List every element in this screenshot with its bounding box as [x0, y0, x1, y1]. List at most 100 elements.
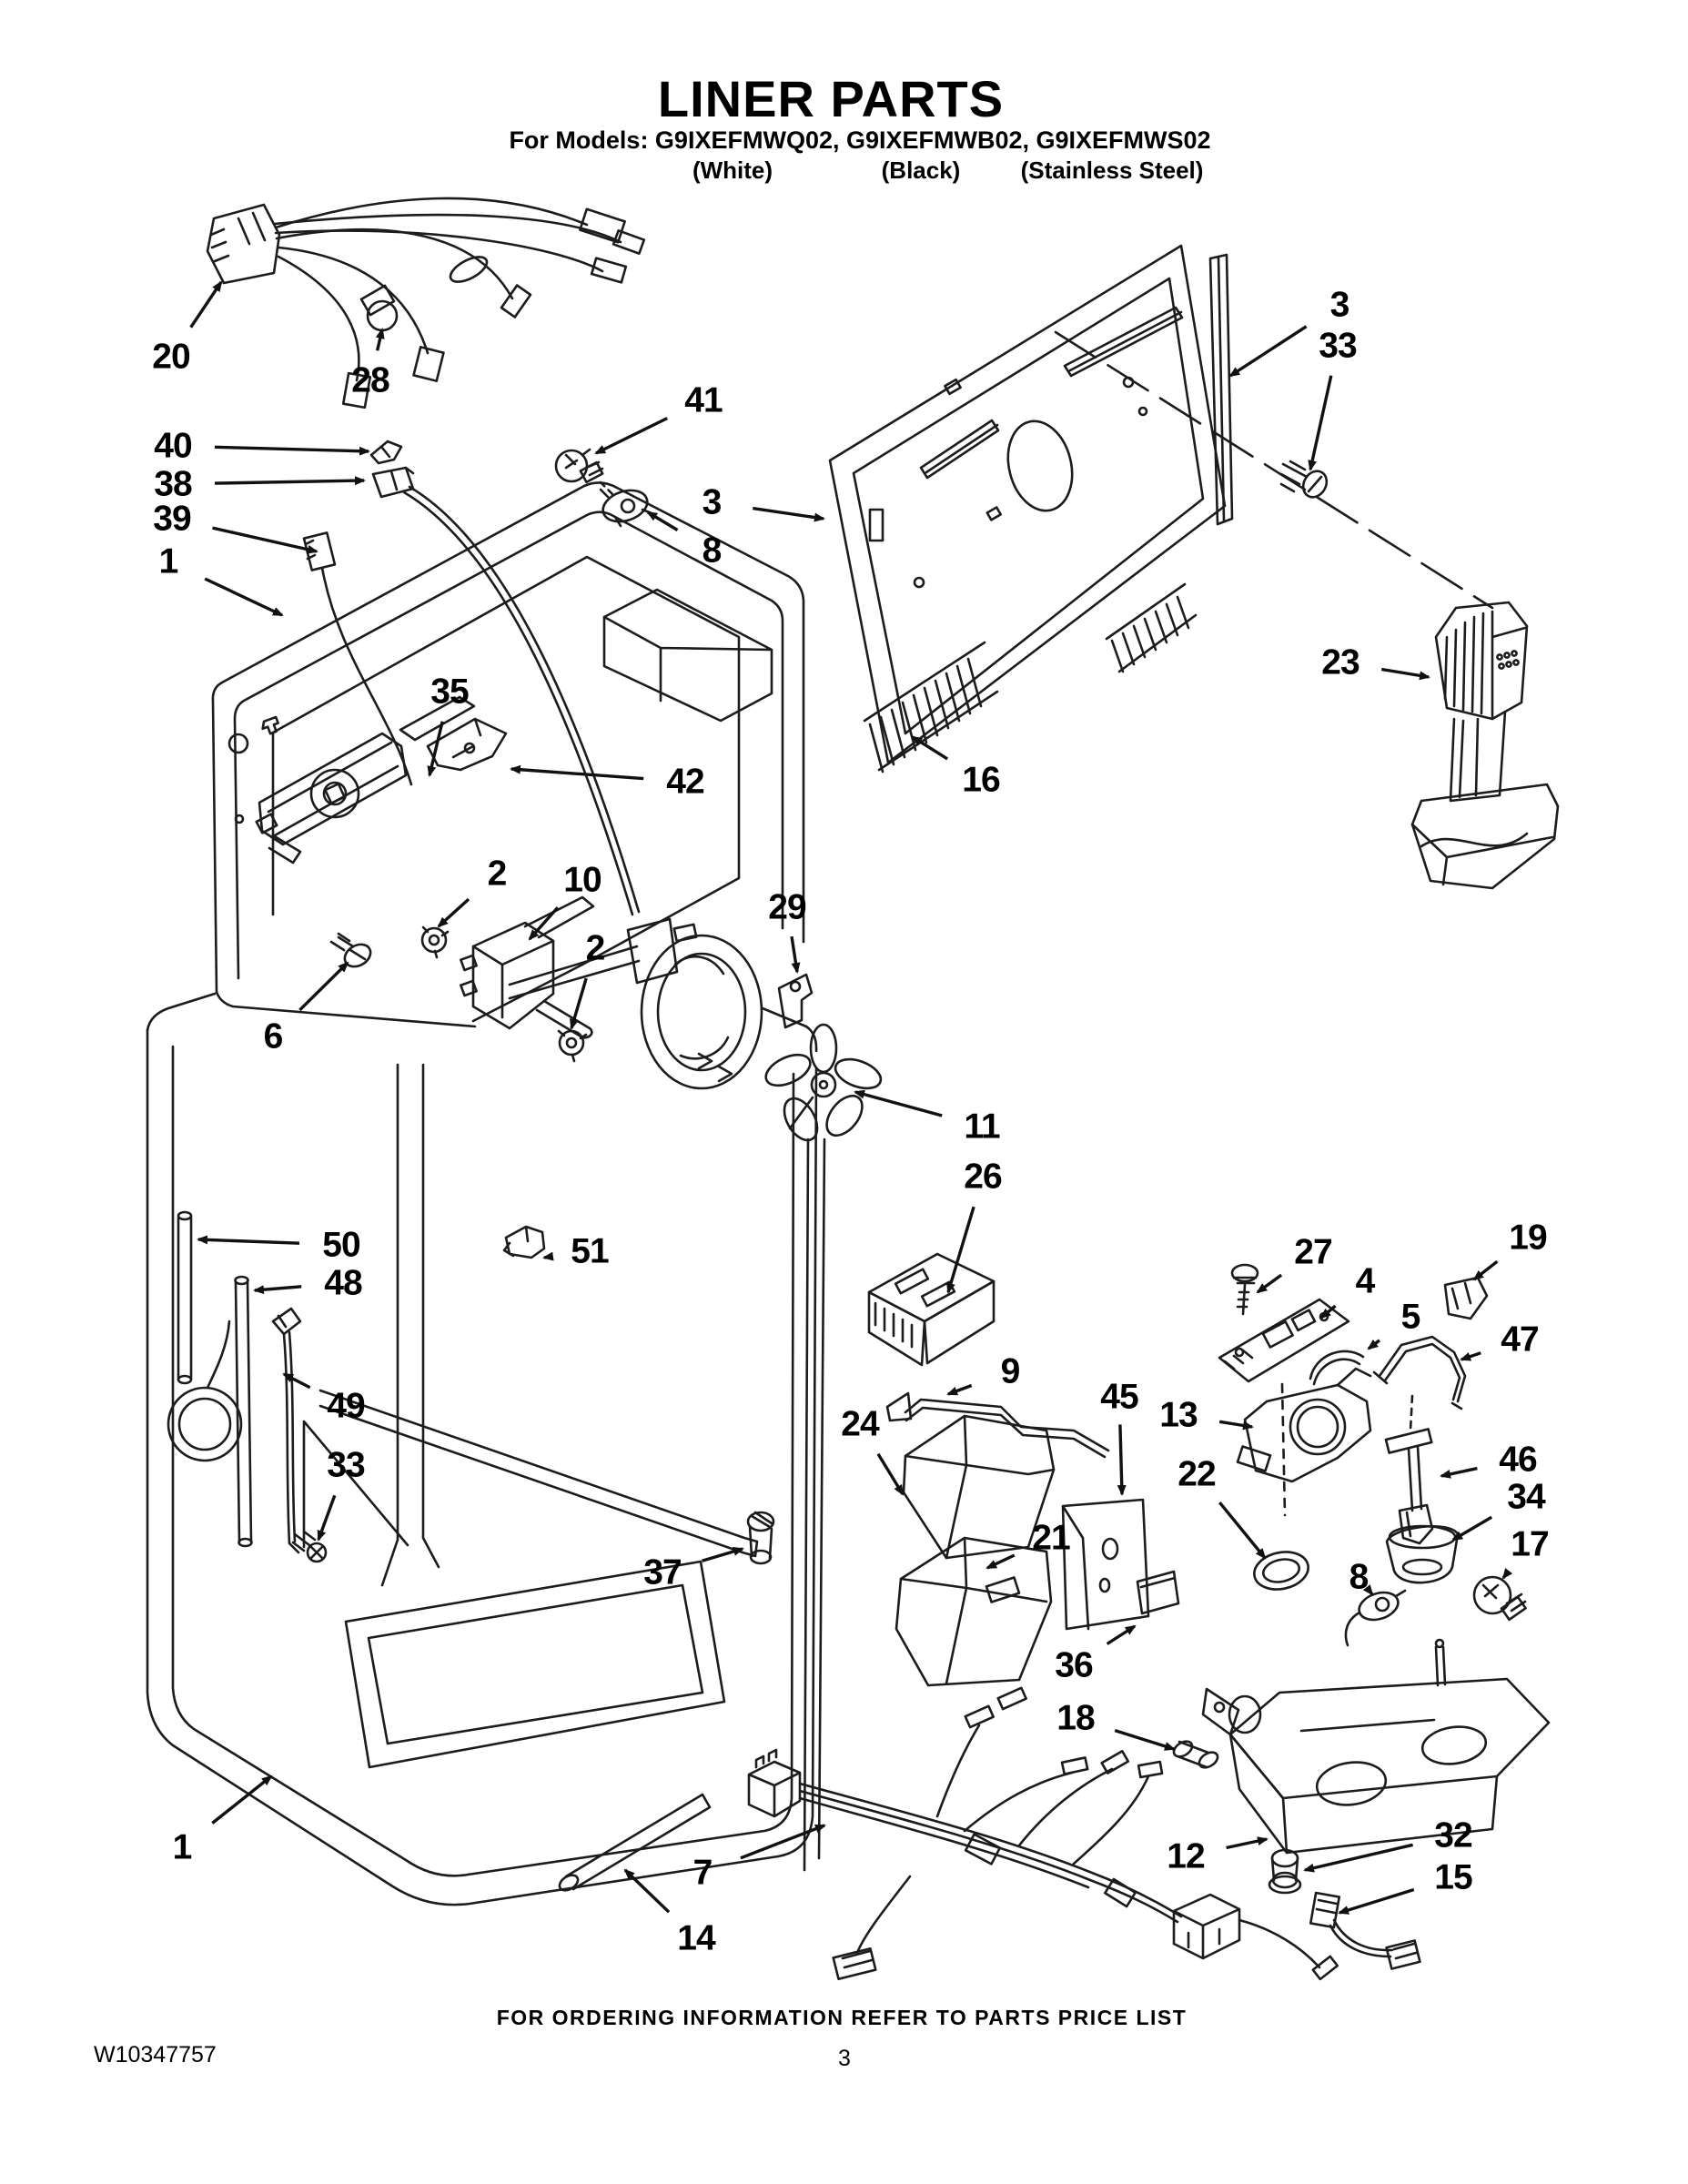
models-line: For Models: G9IXEFMWQ02, G9IXEFMWB02, G9… [509, 126, 1211, 154]
callout-label-51-22: 51 [571, 1231, 609, 1271]
callout-arrow-50-23 [197, 1235, 300, 1245]
callout-label-12-45: 12 [1167, 1836, 1205, 1876]
callout-label-27-27: 27 [1294, 1232, 1332, 1272]
callout-label-38-4: 38 [154, 464, 192, 504]
callout-label-26-21: 26 [964, 1157, 1002, 1197]
callout-label-47-31: 47 [1501, 1320, 1539, 1360]
callout-label-18-44: 18 [1056, 1698, 1095, 1738]
callout-arrow-48-24 [253, 1285, 302, 1295]
callout-label-29-19: 29 [768, 887, 806, 927]
callout-arrow-39-5 [212, 526, 318, 554]
callout-arrow-6-18 [298, 961, 349, 1012]
callout-label-41-2: 41 [684, 380, 723, 420]
callout-arrow-13-35 [1218, 1420, 1254, 1431]
lamp-housing-console [1172, 1638, 1551, 1970]
freezer-liner [211, 481, 805, 1028]
callout-arrow-47-31 [1460, 1351, 1481, 1361]
callout-arrow-51-22 [542, 1251, 554, 1261]
callout-label-28-1: 28 [351, 360, 389, 400]
callout-label-8-8: 8 [702, 531, 723, 571]
freezer-bulb-and-socket [554, 448, 653, 528]
callout-label-35-13: 35 [430, 672, 469, 712]
rear-air-panel [828, 244, 1494, 774]
callout-label-21-41: 21 [1032, 1518, 1070, 1558]
callout-arrow-27-27 [1256, 1273, 1283, 1294]
callout-label-3-7: 3 [702, 482, 723, 522]
page-number: 3 [838, 2046, 851, 2071]
callout-label-20-0: 20 [152, 337, 190, 377]
callout-arrow-3-7 [753, 506, 825, 522]
callout-arrow-41-2 [594, 417, 668, 455]
callout-arrow-2-15 [437, 897, 470, 928]
callout-label-14-49: 14 [677, 1918, 715, 1958]
callout-label-34-37: 34 [1507, 1477, 1545, 1517]
finish-white: (White) [692, 157, 773, 184]
callout-arrow-3-9 [1228, 325, 1308, 378]
callout-arrow-15-47 [1338, 1887, 1415, 1915]
callout-label-13-35: 13 [1159, 1395, 1198, 1435]
callout-label-8-40: 8 [1349, 1557, 1370, 1597]
callout-arrow-33-26 [317, 1494, 337, 1542]
callout-arrow-10-16 [528, 906, 560, 941]
callout-arrow-37-42 [702, 1547, 744, 1562]
callout-label-16-12: 16 [962, 760, 1000, 800]
callout-label-50-23: 50 [322, 1225, 360, 1265]
callout-label-2-15: 2 [487, 854, 508, 894]
callout-label-49-25: 49 [327, 1386, 365, 1426]
callout-arrow-42-14 [510, 764, 644, 781]
callout-arrow-layer [189, 280, 1513, 1915]
wire-harness-top [206, 197, 646, 410]
callout-arrow-32-46 [1303, 1843, 1413, 1873]
callout-label-45-34: 45 [1100, 1377, 1138, 1417]
callout-arrow-4-28 [1319, 1304, 1337, 1320]
finish-black: (Black) [881, 157, 961, 184]
callout-arrow-46-36 [1440, 1466, 1478, 1479]
callout-label-46-36: 46 [1499, 1440, 1537, 1480]
callout-arrow-24-33 [876, 1452, 905, 1496]
callout-label-6-18: 6 [263, 1016, 284, 1057]
callout-label-17-39: 17 [1511, 1524, 1549, 1564]
clip-51 [502, 1225, 546, 1259]
callout-arrow-2-17 [570, 977, 588, 1030]
callout-label-19-29: 19 [1509, 1218, 1547, 1258]
callout-arrow-26-21 [946, 1206, 975, 1294]
callout-label-9-32: 9 [1000, 1351, 1021, 1391]
callout-arrow-16-12 [911, 735, 949, 761]
callout-arrow-22-38 [1218, 1502, 1267, 1560]
callout-arrow-1-50 [211, 1774, 273, 1825]
callout-label-4-28: 4 [1355, 1261, 1376, 1301]
callout-label-36-43: 36 [1055, 1645, 1093, 1685]
clip-and-thermostat-wiring [302, 440, 641, 916]
ordering-note: FOR ORDERING INFORMATION REFER TO PARTS … [496, 2006, 1188, 2029]
callout-arrow-29-19 [790, 935, 801, 974]
callout-arrow-8-8 [646, 511, 679, 531]
callout-arrow-20-0 [189, 280, 223, 329]
callout-label-11-20: 11 [964, 1107, 1000, 1147]
callout-arrow-18-44 [1114, 1728, 1176, 1751]
callout-label-10-16: 10 [563, 860, 601, 900]
air-ducts-center [885, 1391, 1180, 1687]
drain-tubes-left [167, 1210, 328, 1563]
evaporator-fan [508, 917, 883, 1872]
callout-arrow-9-32 [946, 1383, 973, 1396]
callout-arrow-23-11 [1380, 667, 1430, 681]
callout-arrow-35-13 [427, 721, 444, 777]
callout-label-33-10: 33 [1319, 326, 1357, 366]
callout-arrow-14-49 [623, 1868, 671, 1914]
callout-label-40-3: 40 [154, 426, 192, 466]
callout-label-1-6: 1 [158, 541, 179, 581]
finish-stainless: (Stainless Steel) [1020, 157, 1204, 184]
callout-label-5-30: 5 [1400, 1297, 1421, 1337]
callout-label-15-47: 15 [1434, 1857, 1472, 1897]
callout-label-7-48: 7 [692, 1853, 713, 1893]
refrigerator-liner [146, 992, 818, 1906]
defrost-control-cluster [1218, 1263, 1527, 1647]
callout-arrow-38-4 [214, 476, 366, 486]
callout-label-1-50: 1 [172, 1827, 193, 1867]
callout-arrow-12-45 [1226, 1836, 1269, 1850]
bottom-harness [558, 1511, 1339, 1981]
callout-arrow-40-3 [214, 445, 370, 456]
callout-label-22-38: 22 [1178, 1454, 1216, 1494]
